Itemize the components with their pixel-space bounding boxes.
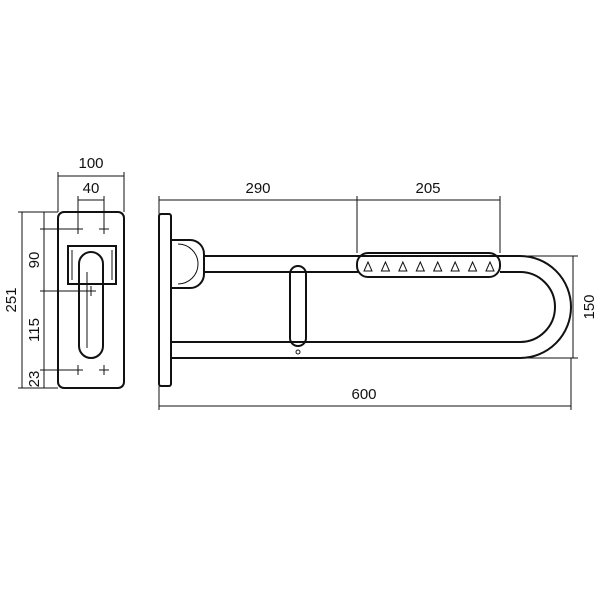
dim-290: 290: [158, 180, 358, 253]
dim-205-label: 205: [415, 180, 440, 197]
grip-rib: [363, 260, 373, 272]
grip-rib: [485, 260, 495, 272]
wall-plate-side: [158, 213, 172, 387]
support-post: [289, 265, 307, 347]
grip-rib: [398, 260, 408, 272]
grip-ribs: [363, 260, 495, 272]
dim-hole-spacing: 40: [77, 180, 105, 224]
dim-205: 205: [357, 180, 501, 253]
u-bend: [519, 255, 572, 359]
dim-600: 600: [158, 358, 572, 410]
hinge-block: [171, 239, 205, 289]
dim-251-label: 251: [3, 287, 20, 312]
mounting-plate: [57, 211, 125, 389]
grip-rib: [450, 260, 460, 272]
dim-115-label: 115: [26, 318, 43, 342]
grip-rib: [432, 260, 443, 272]
dim-150: 150: [520, 255, 598, 359]
grip-rib: [467, 260, 478, 272]
front-view: 100 40 251 90 115 23: [3, 155, 125, 389]
grip-rib: [415, 260, 426, 272]
dim-150-label: 150: [581, 294, 598, 319]
grip-sleeve: [356, 252, 501, 278]
hinge-bracket: [67, 245, 117, 285]
dim-plate-width: 100: [57, 155, 125, 212]
dim-90-label: 90: [26, 252, 43, 269]
dim-23-label: 23: [26, 371, 43, 388]
dim-290-label: 290: [245, 180, 270, 197]
dim-100-label: 100: [78, 155, 103, 172]
dim-vertical-left: [18, 211, 91, 389]
dim-600-label: 600: [351, 386, 376, 403]
folded-bar-front: [78, 251, 104, 359]
dim-40-label: 40: [83, 180, 100, 197]
grip-rib: [380, 260, 391, 272]
side-view: 290 205 600 150: [158, 180, 598, 410]
